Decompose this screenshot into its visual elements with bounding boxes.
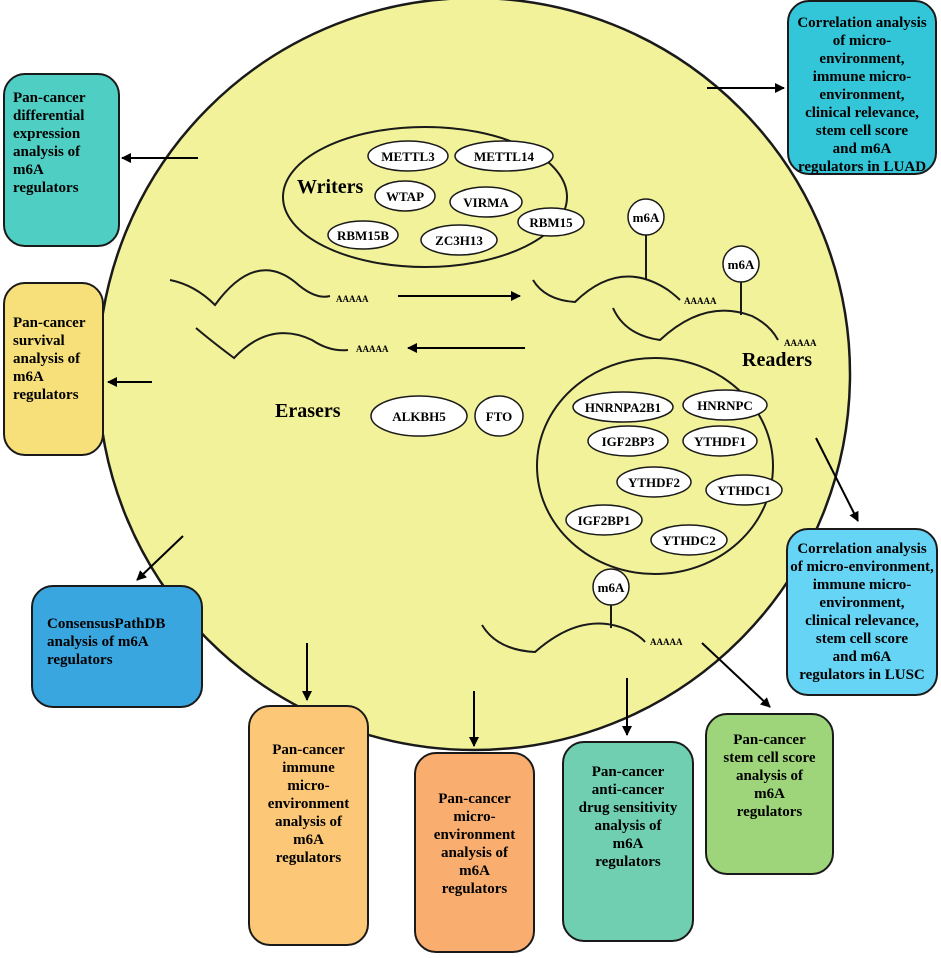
central-circle: [96, 0, 852, 752]
oval-label-virma: VIRMA: [463, 195, 509, 210]
arrow-to-consensus: [136, 535, 184, 581]
m6a-label-2: m6A: [728, 257, 755, 272]
oval-label-fto: FTO: [486, 409, 513, 424]
box-micro: Pan-cancer micro- environment analysis o…: [414, 752, 535, 953]
box-stem: Pan-cancer stem cell score analysis of m…: [705, 713, 834, 875]
box-diff-expression: Pan-cancer differential expression analy…: [3, 73, 120, 247]
oval-mettl3: [367, 140, 449, 172]
oval-label-zc3h13: ZC3H13: [435, 233, 483, 248]
m6a-label-1: m6A: [633, 210, 660, 225]
oval-ythdf2: [616, 466, 692, 498]
arrow-to-stem: [701, 642, 771, 708]
readers-title: Readers: [742, 349, 812, 371]
oval-virma: [449, 186, 523, 218]
oval-ythdc2: [650, 524, 728, 556]
poly-a-right-top: AAAAA: [684, 296, 717, 306]
oval-label-hnrnpc: HNRNPC: [697, 398, 753, 413]
m6a-circle-3: [592, 568, 630, 606]
poly-a-left-top: AAAAA: [336, 294, 369, 304]
oval-label-rbm15: RBM15: [529, 215, 573, 230]
oval-label-ythdf2: YTHDF2: [628, 475, 680, 490]
oval-alkbh5: [370, 395, 468, 437]
oval-label-wtap: WTAP: [386, 189, 424, 204]
oval-label-alkbh5: ALKBH5: [392, 409, 446, 424]
m6a-circle-1: [627, 198, 665, 236]
oval-wtap: [374, 180, 436, 212]
box-lusc: Correlation analysis of micro-environmen…: [786, 528, 938, 696]
oval-hnrnpa2b1: [572, 391, 674, 423]
m6a-label-3: m6A: [598, 580, 625, 595]
box-drug: Pan-cancer anti-cancer drug sensitivity …: [562, 741, 694, 942]
rna-strand-bottom: [481, 622, 646, 654]
readers-items: HNRNPA2B1 HNRNPC IGF2BP3 YTHDF1 YTHDF2 Y…: [565, 389, 783, 556]
oval-label-mettl14: METTL14: [474, 149, 534, 164]
oval-label-igf2bp1: IGF2BP1: [578, 513, 631, 528]
m6a-circle-2: [722, 245, 760, 283]
readers-group-ellipse: [536, 357, 774, 575]
writers-items: METTL3 METTL14 WTAP VIRMA RBM15B ZC3H13 …: [327, 140, 585, 256]
oval-rbm15: [517, 207, 585, 237]
rna-strand-right-top: [532, 275, 681, 304]
oval-label-ythdc1: YTHDC1: [717, 483, 770, 498]
poly-a-bottom: AAAAA: [650, 637, 683, 647]
oval-rbm15b: [327, 220, 399, 250]
box-luad: Correlation analysis of micro-environmen…: [787, 0, 937, 175]
box-consensus: ConsensusPathDB analysis of m6A regulato…: [31, 585, 203, 708]
oval-label-rbm15b: RBM15B: [337, 228, 389, 243]
oval-mettl14: [454, 140, 554, 172]
box-survival: Pan-cancer survival analysis of m6A regu…: [3, 282, 104, 456]
oval-zc3h13: [420, 224, 498, 256]
oval-ythdf1: [682, 425, 758, 457]
oval-ythdc1: [705, 474, 783, 506]
oval-label-igf2bp3: IGF2BP3: [602, 434, 655, 449]
oval-label-ythdf1: YTHDF1: [694, 434, 746, 449]
oval-igf2bp1: [565, 504, 643, 536]
rna-strand-left-bottom: [195, 327, 349, 360]
poly-a-left-bottom: AAAAA: [356, 344, 389, 354]
poly-a-right-bottom: AAAAA: [784, 338, 817, 348]
rna-strand-left-top: [169, 269, 331, 307]
oval-label-mettl3: METTL3: [381, 149, 435, 164]
oval-hnrnpc: [682, 389, 768, 421]
rna-strand-right-bottom: [612, 307, 779, 342]
oval-label-ythdc2: YTHDC2: [662, 533, 715, 548]
writers-group-ellipse: [282, 126, 568, 268]
box-immune: Pan-cancer immune micro- environment ana…: [248, 705, 369, 946]
erasers-title: Erasers: [275, 400, 341, 422]
writers-title: Writers: [297, 176, 363, 198]
oval-igf2bp3: [587, 425, 669, 457]
oval-fto: [474, 395, 524, 437]
oval-label-hnrnpa2b1: HNRNPA2B1: [585, 400, 661, 415]
arrow-to-lusc: [815, 437, 859, 522]
